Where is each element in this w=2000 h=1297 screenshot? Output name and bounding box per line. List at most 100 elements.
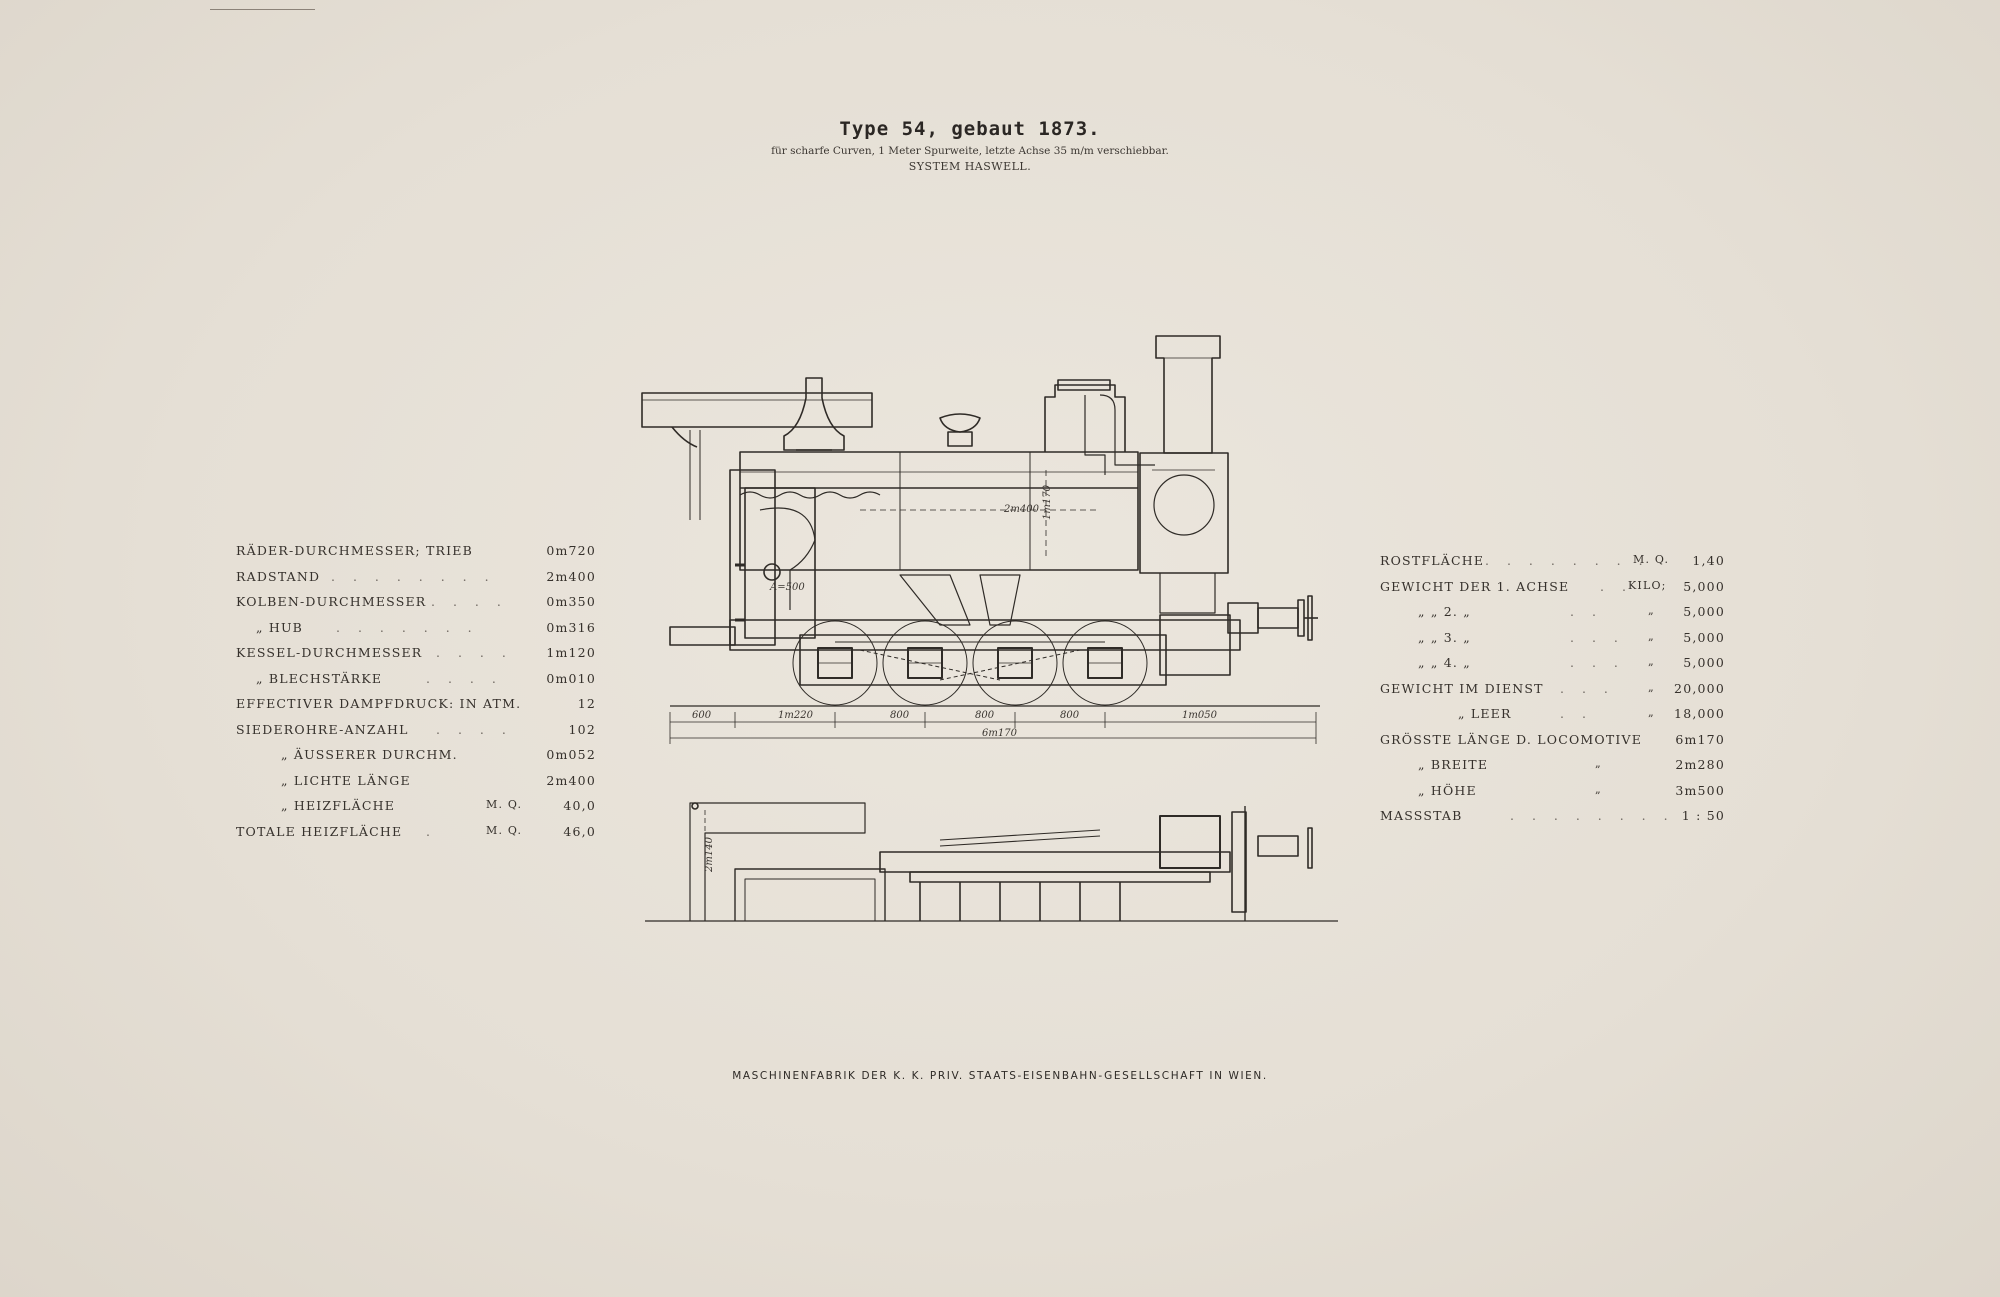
dim-label-2: 1m220 [778,710,814,721]
system-name: SYSTEM HASWELL. [908,160,1032,173]
spec-label: Effectiver Dampfdruck: in Atm. [236,696,522,711]
spec-value: 5,000 [1683,629,1725,645]
spec-unit: M. Q. [486,798,523,811]
spec-label: „ lichte Länge [281,772,411,788]
spec-unit: „ [1595,757,1602,770]
spec-unit: M. Q. [1633,553,1670,566]
wheel-1 [792,620,878,706]
spec-value: 0m316 [546,619,596,635]
dim-label-5: 800 [1060,710,1080,721]
spec-value: 5,000 [1683,604,1725,619]
spec-row: „ „ 2. „ . . „ 5,000 [1418,604,1725,619]
spec-row: „ lichte Länge 2m400 [236,773,596,793]
spec-row: „ Hub . . . . . . . 0m316 [256,619,596,635]
spec-row: „ „ 3. „ . . . „ 5,000 [1418,629,1725,645]
spec-label: Massstab [1380,808,1463,823]
spec-label: „ Blechstärke [256,670,383,686]
spec-label: Gewicht im Dienst [1380,680,1544,696]
spec-value: 3m500 [1675,782,1725,798]
dimension-lines [669,712,1317,744]
spec-label: Kessel-Durchmesser [236,645,423,660]
spec-label: Kolben-Durchmesser [236,594,427,609]
spec-row: Kessel-Durchmesser . . . . 1m120 [236,645,596,660]
spec-row: Kolben-Durchmesser . . . . 0m350 [236,594,596,609]
dim-label-6: 1m050 [1182,710,1218,721]
spec-row: Grösste Länge d. Locomotive 6m170 [1380,732,1725,752]
boiler-tank [739,451,1139,571]
spec-row: „ leer . . „ 18,000 [1458,706,1725,721]
chimney [1155,335,1221,454]
spec-row: Massstab . . . . . . . . 1 : 50 [1380,808,1725,823]
spec-row: Totale Heizfläche . M. Q. 46,0 [236,823,596,839]
boiler-length-label: 2m400 [1003,504,1040,515]
spec-unit: „ [1648,655,1655,668]
spec-unit: „ [1648,629,1655,643]
spec-label: „ Hub [256,619,304,635]
spec-unit: Kilo; [1628,578,1667,592]
spec-unit: M. Q. [486,823,523,837]
spec-value: 1,40 [1692,553,1725,568]
top-rule [210,9,315,10]
spec-label: Radstand [236,568,321,584]
cab-roof [641,392,873,520]
spec-label: Siederohre-Anzahl [236,721,409,737]
spec-label: „ Heizfläche [281,798,396,813]
front-buffer [1227,595,1318,641]
spec-row: Rostfläche . . . . . . . . M. Q. 1,40 [1380,553,1725,568]
spec-value: 2m400 [546,568,596,584]
overall-length-label: 6m170 [982,728,1018,739]
dimension-labels: 600 1m220 800 800 800 1m050 6m170 2m400 … [692,484,1218,873]
firebox-height-label: 1m170 [1042,484,1053,520]
spec-value: 20,000 [1674,680,1725,696]
spec-value: 46,0 [563,823,596,839]
spec-value: 5,000 [1683,578,1725,594]
spec-unit: „ [1648,604,1655,617]
whistle [939,413,981,447]
spec-unit: „ [1648,706,1655,719]
spec-value: 0m010 [546,670,596,686]
spec-label: Totale Heizfläche [236,823,403,839]
frame [669,574,1241,686]
footer-imprint: MASCHINENFABRIK DER K. K. PRIV. STAATS-E… [732,1070,1268,1082]
dim-label-4: 800 [975,710,995,721]
spec-label: „ Höhe [1418,782,1477,798]
spec-value: 0m052 [546,747,596,762]
spec-label: Rostfläche [1380,553,1485,568]
safety-valve [783,377,845,451]
spec-row: „ Breite „ 2m280 [1380,757,1725,777]
sheet-subtitle: für scharfe Curven, 1 Meter Spurweite, l… [771,145,1169,157]
spec-value: 1 : 50 [1681,808,1725,823]
spec-row: Siederohre-Anzahl . . . . 102 [236,721,596,737]
spec-row: „ äusserer Durchm. 0m052 [236,747,596,767]
spec-row: „ „ 4. „ . . . „ 5,000 [1418,655,1725,670]
spec-label: „ „ 4. „ [1418,655,1471,670]
spec-label: Grösste Länge d. Locomotive [1380,731,1643,747]
spec-label: „ äusserer Durchm. [281,747,458,762]
spec-value: 18,000 [1674,706,1725,721]
spec-label: Räder-Durchmesser; Trieb [236,543,474,558]
spec-value: 6m170 [1675,731,1725,747]
spec-unit: „ [1595,782,1602,796]
spec-row: Räder-Durchmesser; Trieb 0m720 [236,543,596,563]
spec-row: „ Höhe „ 3m500 [1380,783,1725,803]
spec-row: Gewicht der 1. Achse . . Kilo; 5,000 [1380,578,1725,594]
spec-unit: „ [1648,680,1655,694]
spec-row: Gewicht im Dienst . . . „ 20,000 [1380,680,1725,696]
spec-value: 1m120 [546,645,596,660]
spec-value: 12 [577,696,596,711]
dim-label-3: 800 [890,710,910,721]
spec-row: „ Blechstärke . . . . 0m010 [256,670,596,686]
spec-label: „ Breite [1418,757,1489,772]
spec-label: „ „ 2. „ [1418,604,1471,619]
spec-value: 0m350 [546,594,596,609]
spec-label: Gewicht der 1. Achse [1380,578,1570,594]
sheet-title: Type 54, gebaut 1873. [839,118,1101,140]
spec-value: 5,000 [1683,655,1725,670]
steam-dome [1044,379,1155,475]
spec-value: 2m280 [1675,757,1725,772]
grate-label: A=500 [769,582,805,593]
smokebox [1139,452,1229,614]
plan-view [645,802,1338,922]
dim-label-1: 600 [692,710,712,721]
